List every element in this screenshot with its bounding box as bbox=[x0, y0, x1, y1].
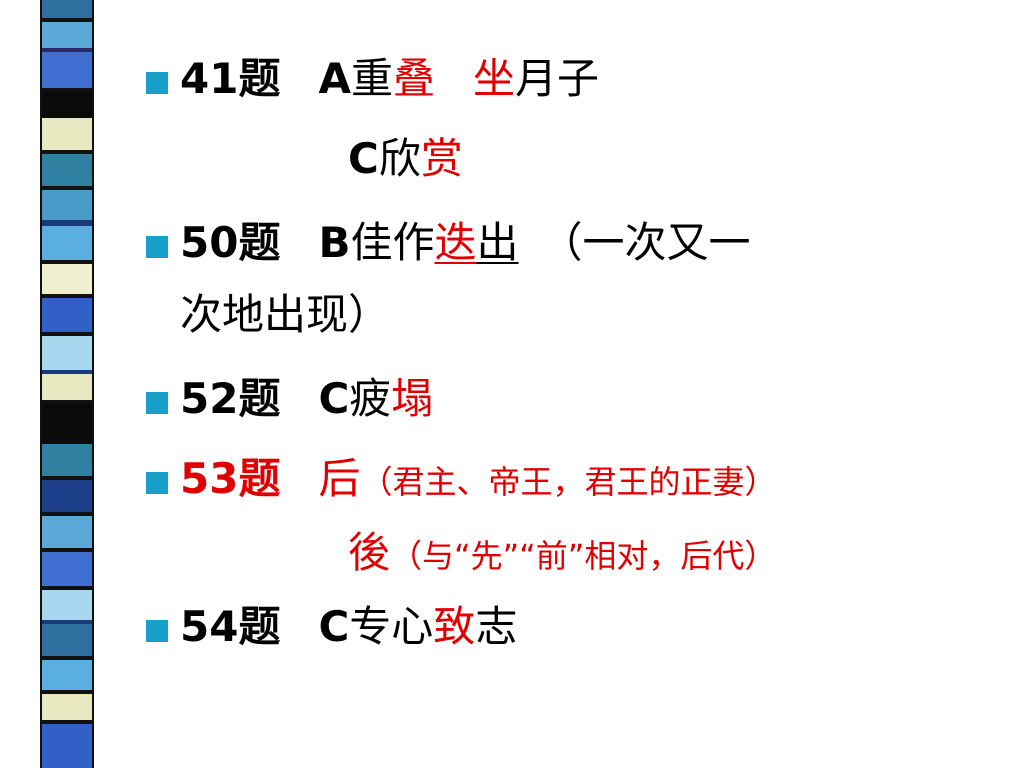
note: （与“先”“前”相对，后代） bbox=[390, 537, 777, 575]
note: （一次又一 bbox=[540, 218, 751, 267]
highlight-char: 迭 bbox=[434, 218, 477, 267]
text: 志 bbox=[475, 602, 518, 651]
item-54: 54题 C专心致志 bbox=[180, 602, 518, 651]
item-50-line1: 50题 B佳作迭出 （一次又一 bbox=[180, 218, 751, 267]
question-number: 54题 bbox=[180, 602, 281, 651]
decorative-stripe bbox=[40, 0, 94, 768]
underlined-char: 出 bbox=[476, 218, 519, 267]
item-52: 52题 C疲塌 bbox=[180, 374, 434, 423]
option-letter: B bbox=[318, 218, 351, 267]
text: 重 bbox=[350, 54, 393, 103]
bullet-icon bbox=[146, 472, 168, 494]
option-letter: C bbox=[318, 602, 350, 651]
highlight-char: 坐 bbox=[473, 54, 516, 103]
item-53-line1: 53题后（君主、帝王，君王的正妻） bbox=[180, 454, 777, 503]
highlight-char: 后 bbox=[318, 454, 361, 503]
text: 月子 bbox=[515, 54, 600, 103]
text: 专心 bbox=[349, 602, 434, 651]
item-41-line2: C欣赏 bbox=[348, 134, 463, 183]
option-letter: C bbox=[348, 134, 379, 183]
item-41-line1: 41题 A重叠坐月子 bbox=[180, 54, 600, 103]
highlight-char: 赏 bbox=[420, 134, 463, 183]
question-number: 52题 bbox=[180, 374, 281, 423]
bullet-icon bbox=[146, 620, 168, 642]
note: 次地出现） bbox=[180, 290, 391, 339]
item-53-line2: 後（与“先”“前”相对，后代） bbox=[348, 528, 777, 577]
text: 欣 bbox=[378, 134, 421, 183]
bullet-icon bbox=[146, 392, 168, 414]
text: 疲 bbox=[349, 374, 392, 423]
option-letter: A bbox=[318, 54, 351, 103]
question-number: 50题 bbox=[180, 218, 281, 267]
note: （君主、帝王，君王的正妻） bbox=[360, 463, 777, 501]
question-number: 41题 bbox=[180, 54, 281, 103]
highlight-char: 叠 bbox=[392, 54, 435, 103]
question-number: 53题 bbox=[180, 454, 281, 503]
highlight-char: 致 bbox=[433, 602, 476, 651]
text: 佳作 bbox=[350, 218, 435, 267]
highlight-char: 塌 bbox=[391, 374, 434, 423]
option-letter: C bbox=[318, 374, 350, 423]
highlight-char: 後 bbox=[348, 528, 391, 577]
bullet-icon bbox=[146, 72, 168, 94]
item-50-line2: 次地出现） bbox=[180, 290, 391, 339]
bullet-icon bbox=[146, 236, 168, 258]
